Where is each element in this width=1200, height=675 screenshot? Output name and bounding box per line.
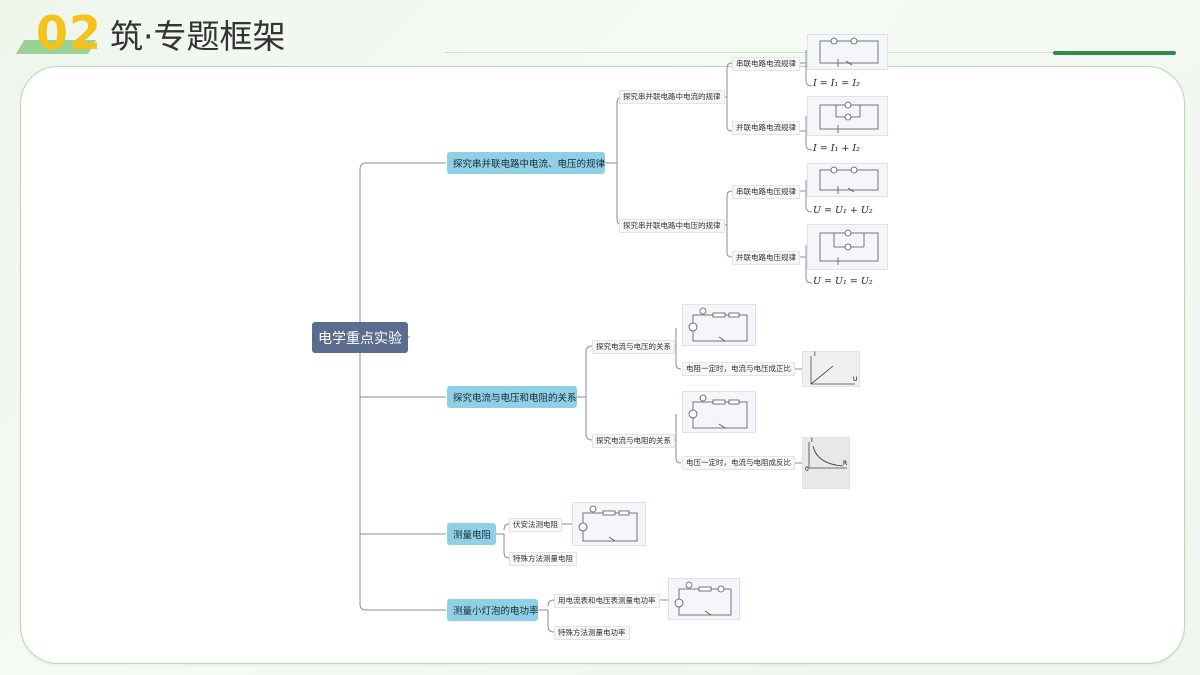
circuit-parallel-current-diagram [807,96,888,136]
node-series-parallel-voltage[interactable]: 探究串并联电路中电压的规律 [619,219,725,233]
graph-current-resistance: I R 0 [802,437,850,489]
formula-parallel-current: I = I₁ + I₂ [813,143,860,154]
node-current-voltage-relation[interactable]: 探究电流与电压的关系 [592,340,675,354]
header-divider [445,52,1055,53]
graph-current-resistance-x-label: R [843,460,848,467]
node-series-current-law[interactable]: 串联电路电流规律 [732,57,800,71]
node-direct-proportion-conclusion[interactable]: 电阻一定时，电流与电压成正比 [682,362,795,376]
node-series-parallel-current[interactable]: 探究串并联电路中电流的规律 [619,90,725,104]
circuit-current-voltage-diagram [682,304,756,346]
node-series-voltage-law[interactable]: 串联电路电压规律 [732,185,800,199]
node-ammeter-voltmeter-power[interactable]: 用电流表和电压表测量电功率 [554,594,660,608]
branch-measure-resistance[interactable]: 测量电阻 [447,523,496,545]
formula-series-current: I = I₁ = I₂ [813,78,860,89]
branch-current-voltage-resistance[interactable]: 探究电流与电压和电阻的关系 [447,386,577,408]
circuit-current-resistance-diagram [682,391,756,433]
node-inverse-proportion-conclusion[interactable]: 电压一定时，电流与电阻成反比 [682,456,795,470]
graph-current-voltage: I U [802,351,860,387]
circuit-series-voltage-diagram [807,163,888,197]
circuit-lamp-power-diagram [668,578,740,620]
formula-series-voltage: U = U₁ + U₂ [813,205,873,216]
page-title: 筑·专题框架 [110,17,286,56]
node-voltammetry-resistance[interactable]: 伏安法测电阻 [509,518,562,532]
node-parallel-current-law[interactable]: 并联电路电流规律 [732,121,800,135]
graph-current-resistance-origin: 0 [805,466,809,473]
node-special-power-method[interactable]: 特殊方法测量电功率 [554,626,630,640]
node-parallel-voltage-law[interactable]: 并联电路电压规律 [732,251,800,265]
branch-measure-lamp-power[interactable]: 测量小灯泡的电功率 [447,599,539,621]
graph-current-voltage-y-label: I [814,351,816,358]
node-current-resistance-relation[interactable]: 探究电流与电阻的关系 [592,434,675,448]
circuit-voltammetry-diagram [572,502,646,546]
header-number: 02 [36,6,103,60]
root-node[interactable]: 电学重点实验 [312,322,408,353]
graph-current-resistance-y-label: I [811,437,813,444]
circuit-parallel-voltage-diagram [807,224,888,270]
graph-current-voltage-x-label: U [853,376,858,383]
node-special-resistance-method[interactable]: 特殊方法测量电阻 [509,552,577,566]
formula-parallel-voltage: U = U₁ = U₂ [813,276,873,287]
circuit-series-current-diagram [807,34,888,70]
branch-series-parallel-laws[interactable]: 探究串并联电路中电流、电压的规律 [447,152,605,174]
header-accent-bar [1053,51,1176,55]
